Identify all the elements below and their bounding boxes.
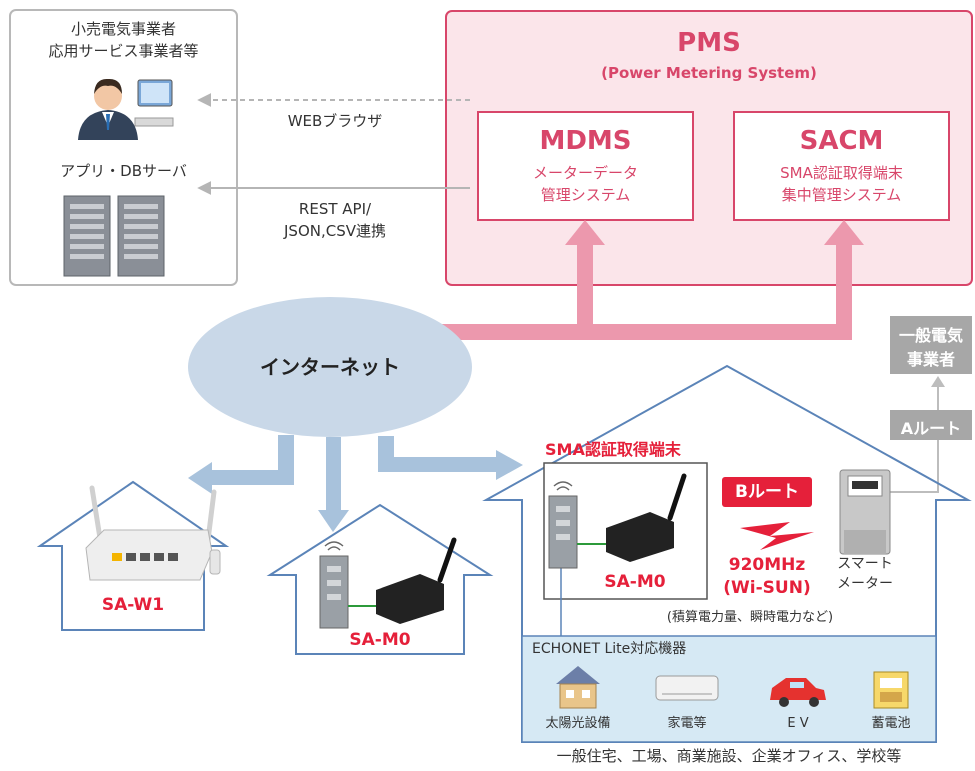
lightning-bolt-icon xyxy=(740,522,814,550)
pms-pink-connector xyxy=(440,220,864,340)
mdms-box xyxy=(477,111,694,221)
server-label: アプリ・DBサーバ xyxy=(60,162,187,180)
sacm-title: SACM xyxy=(799,126,884,156)
businessman-computer-icon xyxy=(78,78,174,140)
utility-label-line1: 一般電気 xyxy=(898,326,963,345)
frequency-line1: 920MHz xyxy=(728,555,806,575)
sma-terminal-label: SMA認証取得端末 xyxy=(545,440,681,459)
internet-to-house3-arrow xyxy=(378,436,523,480)
internet-to-house2-arrow xyxy=(318,437,349,532)
footer-text: 一般住宅、工場、商業施設、企業オフィス、学校等 xyxy=(556,747,902,765)
frequency-line2: (Wi-SUN) xyxy=(723,578,811,598)
wifi-router-icon xyxy=(85,485,221,581)
rest-api-label-line1: REST API/ xyxy=(298,200,372,218)
house1-outline xyxy=(36,480,230,631)
mdms-line2: 管理システム xyxy=(540,186,631,204)
pms-title: PMS xyxy=(677,28,741,58)
b-route-label: Bルート xyxy=(722,477,812,507)
echonet-item-solar: 太陽光設備 xyxy=(545,716,611,731)
house3-outline xyxy=(482,364,972,743)
utility-company-label: 一般電気 事業者 xyxy=(890,316,972,374)
house1-device-label: SA-W1 xyxy=(101,595,165,615)
internet-cloud xyxy=(188,297,472,437)
storage-battery-icon xyxy=(873,671,909,709)
mdms-line1: メーターデータ xyxy=(532,164,638,182)
sma-gateway-device-icon xyxy=(548,473,687,569)
smart-meter-icon xyxy=(839,469,891,555)
mdms-title: MDMS xyxy=(539,126,632,156)
provider-label-line2: 応用サービス事業者等 xyxy=(48,42,199,60)
internet-to-house1-arrow xyxy=(188,435,294,494)
house2-outline xyxy=(266,503,494,655)
sacm-box xyxy=(733,111,950,221)
echonet-title: ECHONET Lite対応機器 xyxy=(532,641,687,657)
echonet-item-appliance: 家電等 xyxy=(667,716,707,731)
solar-house-icon xyxy=(556,666,600,709)
measurement-note: (積算電力量、瞬時電力など) xyxy=(666,610,834,625)
web-browser-label: WEBブラウザ xyxy=(287,112,383,130)
electric-car-icon xyxy=(770,678,826,707)
server-rack-icon xyxy=(63,195,165,277)
a-route-connector xyxy=(890,385,939,493)
smart-meter-line1: スマート xyxy=(837,556,893,572)
provider-label-line1: 小売電気事業者 xyxy=(70,20,176,38)
house3-device-label: SA-M0 xyxy=(604,572,666,592)
a-route-label: Aルート xyxy=(890,410,972,440)
echonet-item-battery: 蓄電池 xyxy=(871,716,911,731)
gateway-device-icon xyxy=(319,537,457,629)
internet-label: インターネット xyxy=(260,355,400,379)
sacm-line2: 集中管理システム xyxy=(781,186,902,204)
sacm-line1: SMA認証取得端末 xyxy=(780,164,903,182)
air-conditioner-icon xyxy=(655,675,719,701)
echonet-item-ev: E V xyxy=(787,716,809,731)
pms-subtitle: (Power Metering System) xyxy=(601,64,817,82)
smart-meter-line2: メーター xyxy=(837,576,893,592)
rest-api-label-line2: JSON,CSV連携 xyxy=(284,222,386,240)
house2-device-label: SA-M0 xyxy=(349,630,411,650)
utility-label-line2: 事業者 xyxy=(906,350,955,369)
